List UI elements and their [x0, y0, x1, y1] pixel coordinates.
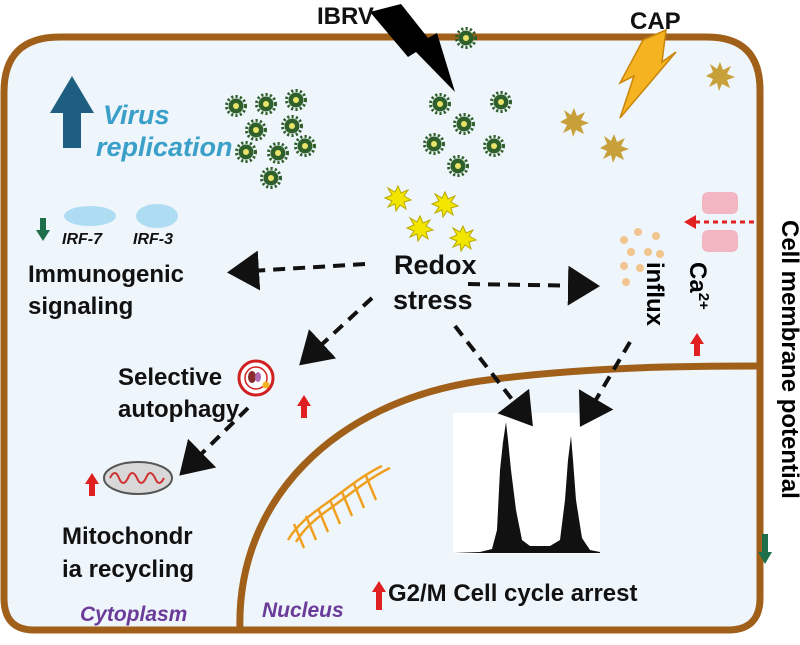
- mitochondria-recycling-label-line2: ia recycling: [62, 556, 195, 583]
- cap-label: CAP: [630, 8, 681, 35]
- dashed-arrows: [179, 250, 632, 476]
- virus-replication-up-arrow-icon: [50, 76, 94, 148]
- autophagosome-icon: [237, 359, 275, 397]
- g2m-up-arrow-icon: [372, 581, 386, 610]
- mitochondrion-icon: [103, 461, 173, 495]
- irf7-ellipse: [64, 206, 116, 226]
- calcium-dots: [620, 228, 664, 286]
- irf3-label: IRF-3: [133, 231, 173, 248]
- mitochondria-recycling-label-line1: Mitochondr: [62, 523, 193, 550]
- selective-autophagy-label-line2: autophagy: [118, 396, 240, 423]
- virus-replication-label-line2: replication: [96, 132, 233, 162]
- cap-lightning-bolt-icon: [618, 28, 677, 119]
- ion-channel-icon: [684, 192, 754, 252]
- flow-cytometry-histogram-icon: [453, 413, 600, 554]
- immunogenic-label-line2: signaling: [28, 293, 134, 320]
- selective-autophagy-label-line1: Selective: [118, 364, 223, 391]
- membrane-potential-down-arrow-icon: [758, 534, 772, 564]
- redox-label-line1: Redox: [394, 250, 477, 280]
- ibrv-lightning-bolt-icon: [370, 4, 455, 92]
- cell-membrane-potential-label: Cell membrane potential: [776, 220, 800, 499]
- virus-replication-label-line1: Virus: [103, 100, 170, 130]
- nucleus-membrane: [236, 362, 761, 631]
- redox-label-line2: stress: [393, 285, 473, 315]
- g2m-arrest-label: G2/M Cell cycle arrest: [388, 580, 638, 607]
- ibrv-label: IBRV: [317, 3, 374, 30]
- cytoplasm-label: Cytoplasm: [80, 603, 188, 626]
- irf7-label: IRF-7: [62, 231, 102, 248]
- dna-helix-icon: [286, 464, 391, 549]
- irf3-ellipse: [136, 204, 178, 228]
- nucleus-label: Nucleus: [262, 599, 344, 622]
- calcium-label: Ca2+: [684, 262, 712, 310]
- immunogenic-label-line1: Immunogenic: [28, 261, 185, 288]
- influx-label: influx: [641, 262, 668, 326]
